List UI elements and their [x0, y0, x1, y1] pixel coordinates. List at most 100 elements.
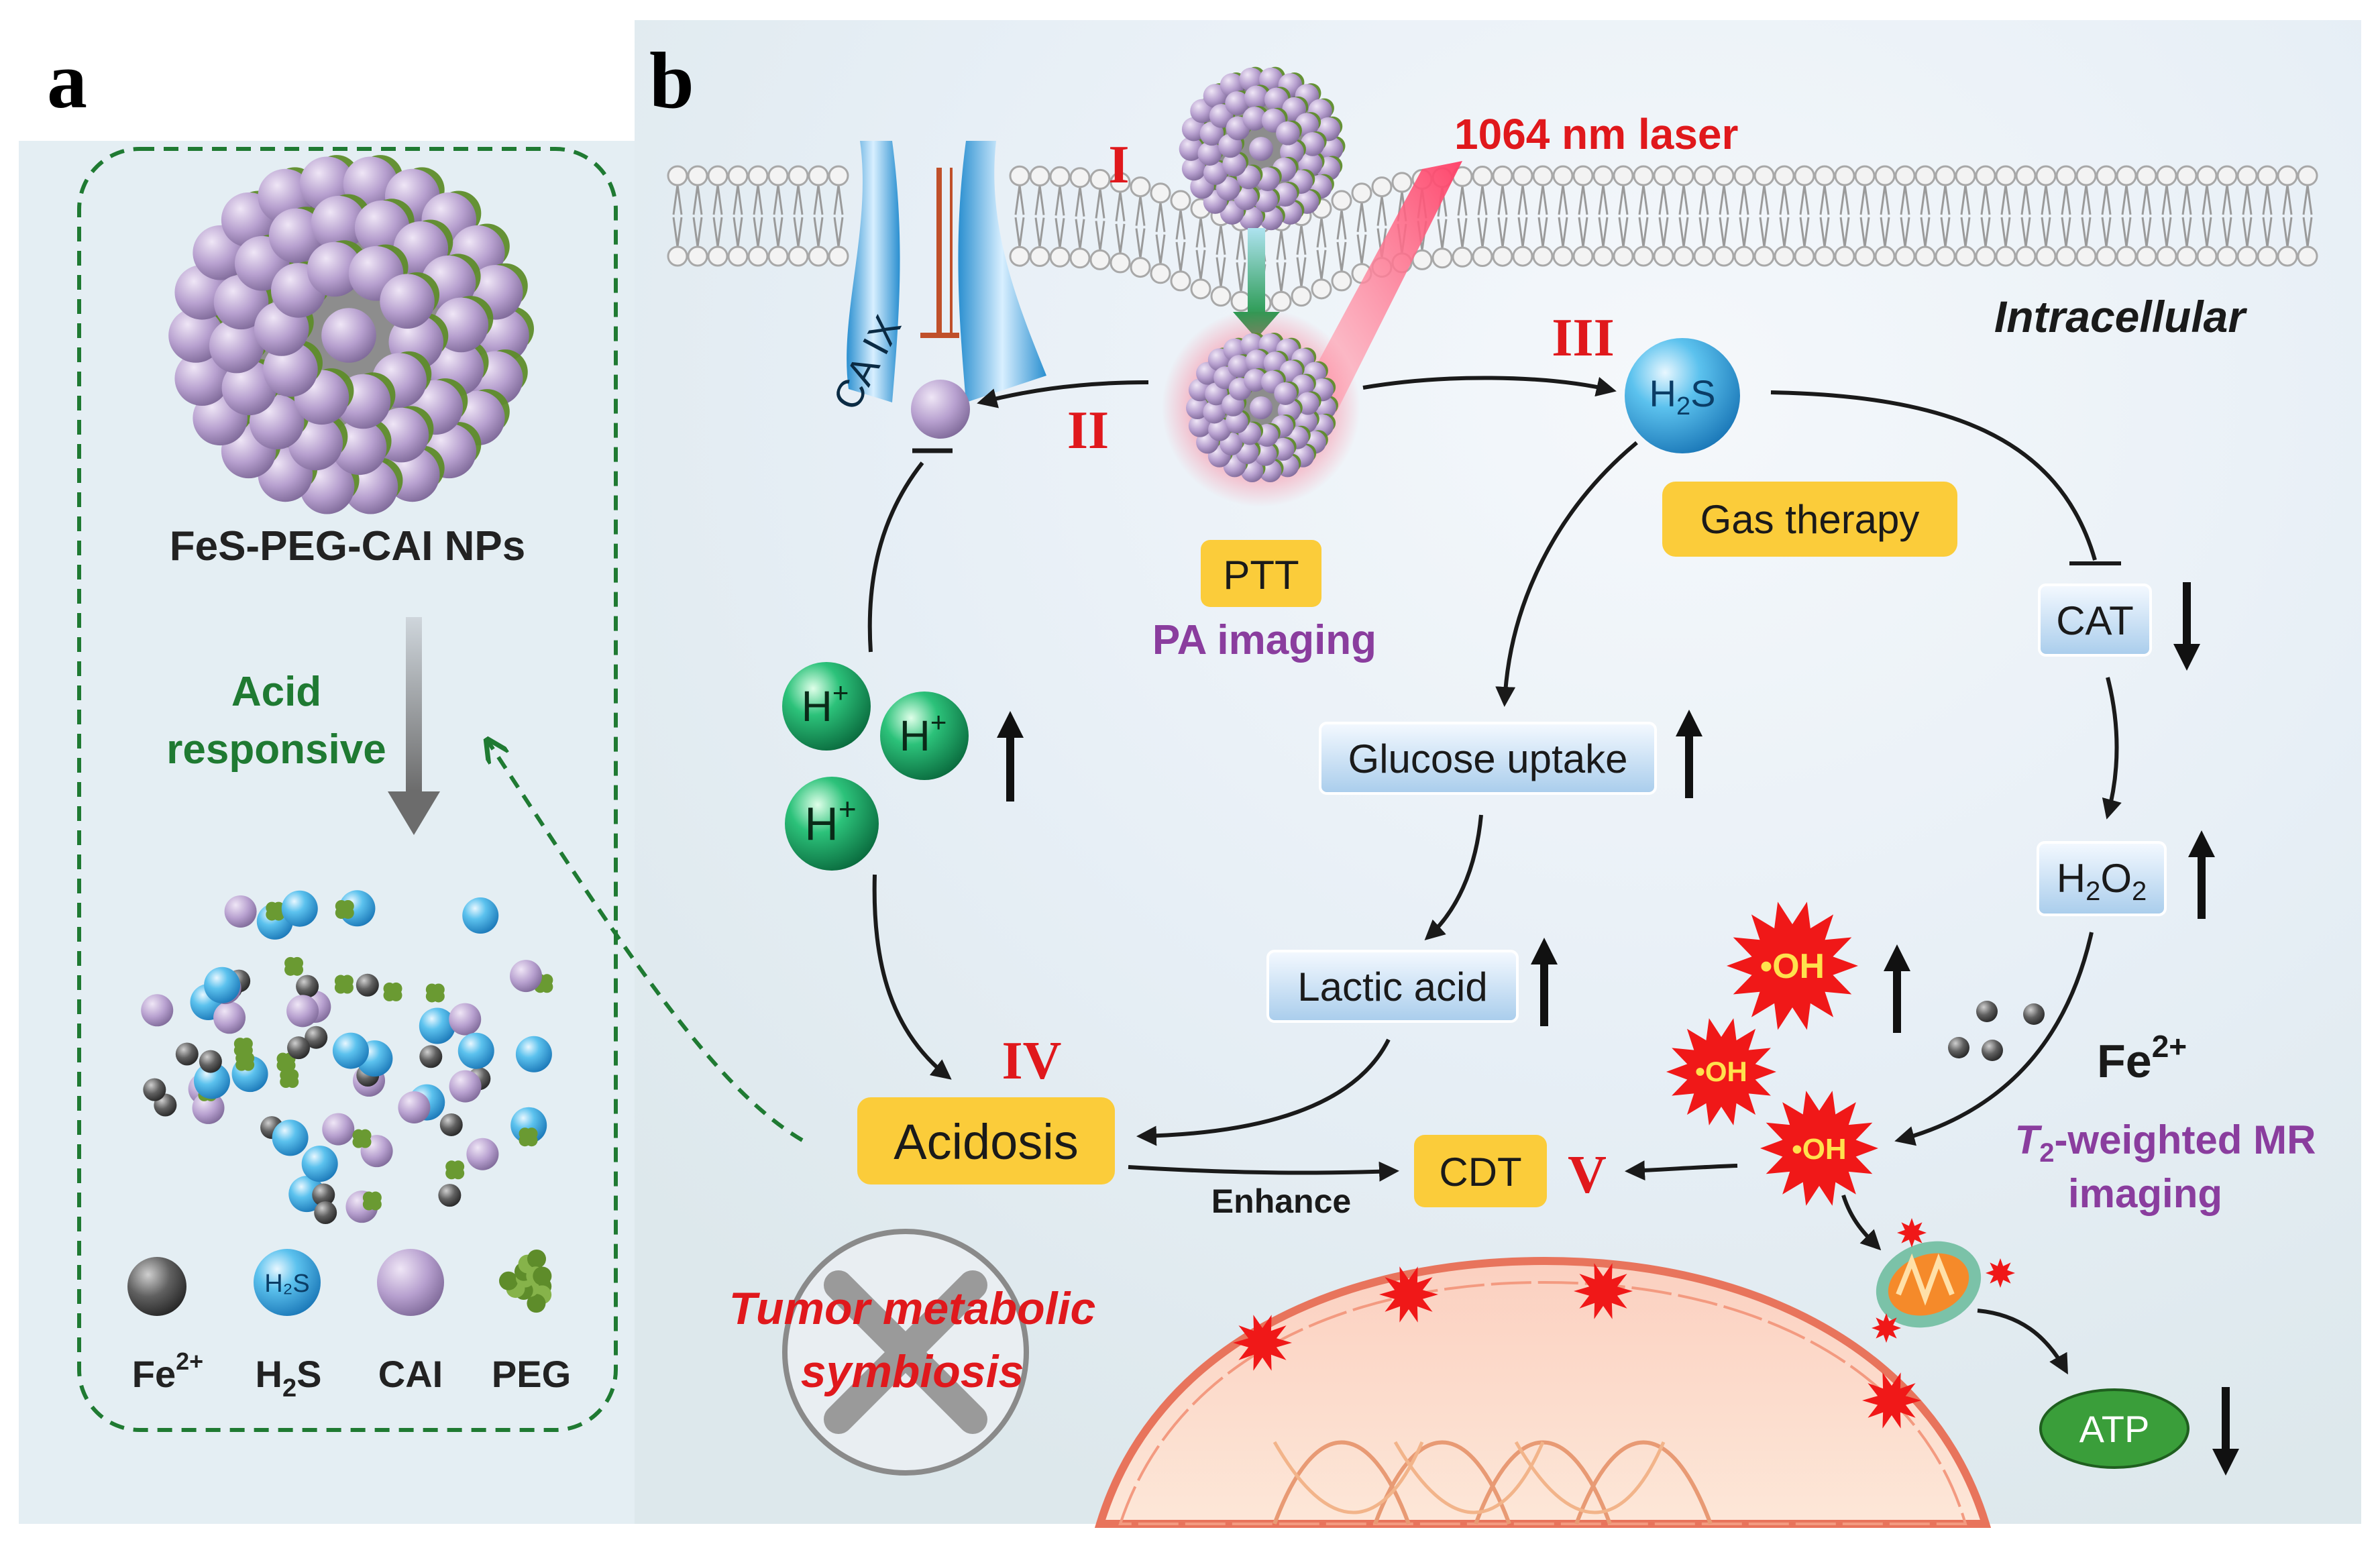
- arrow-up-icon: [1676, 710, 1702, 798]
- h2o2-label: H2O2: [2057, 856, 2147, 906]
- cai-bead: [380, 274, 435, 329]
- cai-bead: [1188, 414, 1211, 437]
- legend-h2s-bead-label: H₂S: [264, 1270, 310, 1298]
- legend-h2s-label: H2S: [256, 1353, 322, 1402]
- acid-responsive-line1: Acid: [231, 669, 321, 715]
- ros-burst-icon: [1666, 1018, 1776, 1125]
- cai-bead: [1222, 152, 1246, 177]
- cai-bead: [1242, 107, 1267, 131]
- h2s-sphere-icon: [1625, 338, 1740, 453]
- gas-therapy-label: Gas therapy: [1700, 497, 1920, 542]
- oh-label: •OH: [1792, 1133, 1846, 1166]
- gas-therapy-box: [1662, 482, 1957, 557]
- cai-bead: [1225, 410, 1248, 434]
- step-iii-label: III: [1552, 309, 1614, 368]
- proton-group: H+ H+ H+: [782, 662, 969, 871]
- cai-bead: [1225, 91, 1249, 115]
- fe-dots-icon: [1948, 1001, 2045, 1061]
- glucose-uptake-label: Glucose uptake: [1348, 736, 1628, 781]
- connector-proton-to-caix: [867, 461, 924, 653]
- cat-label: CAT: [2056, 598, 2134, 643]
- h2s-sphere-label: H2S: [1649, 372, 1716, 421]
- legend-h2s-icon: H₂S: [254, 1249, 321, 1316]
- legend-cai-label: CAI: [378, 1353, 443, 1395]
- proton-icon: [785, 777, 879, 871]
- lactic-acid-label: Lactic acid: [1297, 964, 1487, 1009]
- legend-fe-label: Fe2+: [132, 1347, 203, 1395]
- cai-bead: [1228, 355, 1251, 378]
- cai-bead: [1197, 142, 1222, 166]
- panel-a-dashed-frame: [77, 147, 618, 1432]
- legend: H₂S Fe2+ H2S CAI PEG: [127, 1249, 571, 1402]
- legend-peg-label: PEG: [492, 1353, 571, 1395]
- connector-lactic-to-acidosis: [1136, 1038, 1391, 1146]
- enhance-label: Enhance: [1211, 1182, 1351, 1220]
- cai-bead: [1244, 85, 1268, 110]
- h2o2-box: [2037, 841, 2167, 916]
- cdt-box: [1414, 1135, 1547, 1207]
- connector-proton-to-acidosis: [872, 874, 952, 1080]
- ptt-label: PTT: [1223, 553, 1299, 598]
- mito-ros-icon: [1872, 1218, 2015, 1343]
- flow-connectors: [867, 376, 2122, 1375]
- connector-mito-to-atp: [1977, 1309, 2068, 1375]
- panel-a-letter: a: [47, 36, 87, 125]
- nucleus-ros-icon: [1233, 1263, 1921, 1429]
- caix-channel-icon: [847, 141, 1046, 453]
- cai-bead: [1203, 161, 1228, 185]
- connector-oh-to-cdt: [1625, 1160, 1738, 1181]
- cai-bead: [263, 342, 318, 397]
- legend-cai-icon: [377, 1249, 444, 1316]
- degraded-particles-icon: [141, 890, 553, 1225]
- oh-label: •OH: [1760, 947, 1825, 986]
- ros-burst-icon: [1760, 1091, 1878, 1206]
- fe2-label: Fe2+: [2097, 1029, 2187, 1087]
- mr-imaging-label-1: T2-weighted MR: [2015, 1117, 2316, 1168]
- cai-bead: [1181, 117, 1206, 142]
- nanoparticle-top-icon: [1179, 66, 1346, 231]
- connector-h2s-to-cat: [1770, 390, 2097, 561]
- step-iv-label: IV: [1002, 1032, 1062, 1091]
- connector-h2o2-to-oh: [1894, 932, 2094, 1146]
- ros-burst-icon: [1727, 901, 1858, 1030]
- cai-bead: [1203, 400, 1226, 424]
- arrow-down-icon: [2212, 1387, 2239, 1476]
- acidosis-box: [857, 1097, 1115, 1184]
- step-v-label: V: [1568, 1146, 1607, 1205]
- connector-glucose-to-lactic: [1424, 814, 1483, 941]
- connector-np-to-caix: [977, 380, 1149, 408]
- cai-bead: [1199, 121, 1224, 146]
- legend-peg-icon: [499, 1249, 552, 1313]
- cai-bead: [1244, 368, 1267, 392]
- cdt-label: CDT: [1439, 1150, 1521, 1195]
- connector-acidosis-to-cdt: [1128, 1161, 1399, 1182]
- arrow-up-icon: [2188, 830, 2215, 919]
- cai-bead: [174, 351, 230, 406]
- cai-bead: [1208, 418, 1232, 441]
- connector-acidosis-feedback: [488, 742, 804, 1142]
- ptt-box: [1201, 540, 1321, 607]
- mitochondrion-icon: [1876, 1241, 1982, 1328]
- proton-icon: [880, 692, 969, 780]
- cai-bead: [1234, 186, 1258, 211]
- cai-bead: [1264, 87, 1289, 112]
- arrow-down-icon: [388, 617, 440, 835]
- legend-fe-icon: [127, 1257, 186, 1316]
- connector-oh-to-mito: [1841, 1195, 1882, 1251]
- arrow-down-icon: [2173, 582, 2200, 671]
- glucose-uptake-box: [1319, 722, 1657, 795]
- connector-cat-to-h2o2: [2102, 677, 2122, 820]
- cai-bead: [1259, 206, 1283, 231]
- oh-label: •OH: [1695, 1056, 1747, 1087]
- acid-responsive-line2: responsive: [166, 726, 386, 773]
- panel-b-letter: b: [649, 36, 694, 125]
- arrow-up-icon: [1884, 944, 1910, 1033]
- step-ii-label: II: [1067, 401, 1109, 460]
- cai-bead: [221, 360, 277, 416]
- proton-label: H+: [900, 706, 947, 760]
- intracellular-label: Intracellular: [1994, 292, 2247, 341]
- cat-box: [2038, 584, 2152, 657]
- pa-imaging-label: PA imaging: [1152, 617, 1376, 663]
